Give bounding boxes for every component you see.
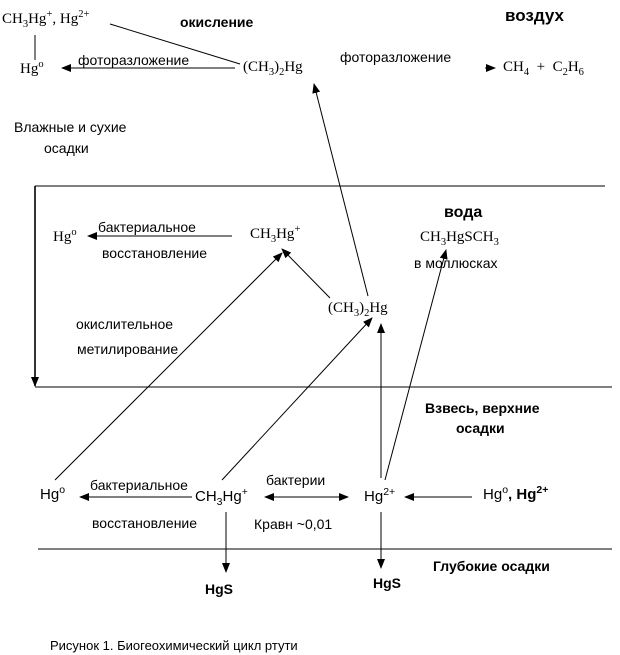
zone-label-suspension-1: Взвесь, верхние (425, 400, 540, 416)
figure-caption: Рисунок 1. Биогеохимический цикл ртути (50, 638, 298, 653)
label-bacteria: бактерии (266, 472, 326, 488)
label-wet-dry-1: Влажные и сухие (14, 119, 127, 135)
arrow-hg0-to-mehg (54, 252, 283, 481)
species-hgs-right: HgS (373, 575, 401, 591)
label-bact-reduction-sed-2: восстановление (92, 515, 198, 531)
line-oxidation (109, 23, 241, 65)
species-hgs-left: HgS (205, 581, 233, 597)
label-photolysis-right: фоторазложение (340, 49, 452, 65)
species-hg0-hg2-input: Hgо, Hg2+ (483, 484, 549, 503)
arrow-dmhg-to-air (312, 83, 369, 297)
species-ch3hgsch3: CH3HgSCH3 (420, 229, 499, 248)
zone-label-water: вода (444, 204, 483, 221)
label-in-mollusks: в моллюсках (414, 255, 498, 271)
species-ch4-c2h6: CH4 + C2H6 (503, 59, 584, 78)
label-equilibrium: Кравн ~0,01 (254, 516, 333, 532)
label-photolysis-left: фоторазложение (78, 52, 190, 68)
arrow-hg2-to-mollusk (384, 249, 448, 481)
species-mehg-water: CH3Hg+ (250, 224, 301, 245)
label-wet-dry-2: осадки (44, 140, 89, 156)
species-hg0-air: Hgо (20, 59, 44, 77)
zone-label-deep-sediments: Глубокие осадки (433, 558, 550, 574)
label-bact-reduction-water-2: восстановление (102, 245, 208, 261)
species-hg0-sediment: Hgо (40, 484, 66, 503)
arrow-mehg-to-dmhg (221, 317, 373, 481)
species-hg0-water: Hgо (53, 227, 77, 245)
label-oxidative-methylation-2: метилирование (77, 341, 179, 357)
species-mehg-sediment: CH3Hg+ (195, 486, 248, 508)
zone-label-air: воздух (505, 6, 564, 25)
arrow-dmhg-to-mehg (281, 248, 331, 299)
label-oxidation: окисление (180, 14, 254, 30)
species-dmhg-air: (CH3)2Hg (243, 59, 303, 78)
species-hg2-sediment: Hg2+ (364, 486, 396, 505)
zone-label-suspension-2: осадки (456, 420, 505, 436)
label-bact-reduction-sed-1: бактериальное (90, 477, 188, 493)
label-bact-reduction-water-1: бактериальное (98, 219, 196, 235)
species-dmhg-water: (CH3)2Hg (328, 300, 388, 319)
label-oxidative-methylation-1: окислительное (76, 316, 174, 332)
species-mehg-hg2-air: CH3Hg+, Hg2+ (2, 9, 90, 30)
